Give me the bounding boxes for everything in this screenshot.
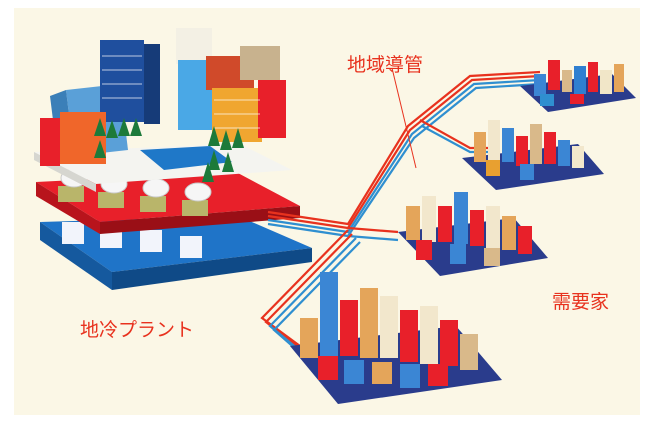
plant-illustration <box>34 28 312 290</box>
plant-label: 地冷プラント <box>80 319 195 341</box>
consumer-area-2 <box>462 120 604 190</box>
pipe-network <box>260 67 541 359</box>
consumer-area-3 <box>398 192 548 276</box>
consumer-area-1 <box>520 60 636 112</box>
consumers-label: 需要家 <box>552 291 610 313</box>
consumer-area-4 <box>290 272 502 404</box>
regional-pipe-label: 地域導管 <box>347 54 424 76</box>
